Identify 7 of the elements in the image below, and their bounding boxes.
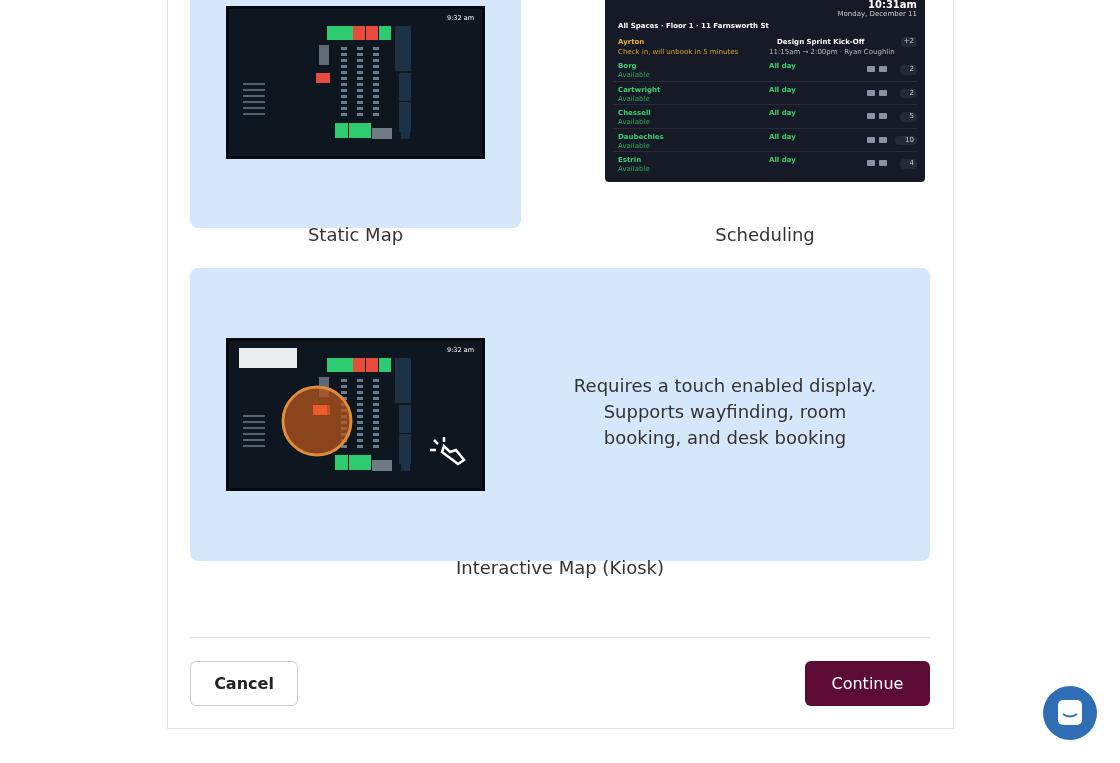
option-title: Interactive Map (Kiosk) [454, 557, 666, 578]
option-title: Scheduling [714, 224, 816, 245]
continue-button: Continue [805, 661, 930, 706]
cancel-button: Cancel [190, 661, 298, 706]
option-description: Requires a touch enabled display. Supports wayfinding, room booking, and desk booking [572, 374, 878, 450]
clock-time: 10:31am [868, 0, 917, 10]
option-title: Static Map [306, 224, 405, 245]
